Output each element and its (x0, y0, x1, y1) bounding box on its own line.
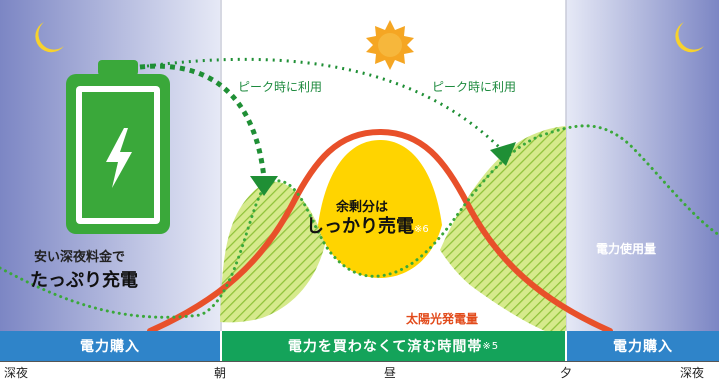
timeline-axis (0, 361, 719, 362)
time-label-noon: 昼 (384, 366, 397, 380)
moon-icon (35, 22, 64, 53)
solar-label: 太陽光発電量 (406, 312, 479, 326)
battery-use-area-right (440, 126, 566, 331)
peak-label-left: ピーク時に利用 (238, 80, 323, 94)
band-middle-footnote: ※5 (482, 340, 500, 352)
battery-icon (66, 60, 170, 234)
peak-label-right: ピーク時に利用 (432, 80, 517, 94)
time-label-late-night: 深夜 (4, 366, 29, 380)
lightning-icon (106, 128, 132, 188)
time-label-late-night-end: 深夜 (680, 366, 705, 380)
arrow-left-head (250, 176, 278, 196)
time-label-morning: 朝 (214, 366, 227, 380)
surplus-area (318, 140, 442, 278)
battery-caption-line2: たっぷり充電 (30, 270, 138, 291)
moon-icon (675, 22, 704, 53)
usage-label: 電力使用量 (596, 242, 657, 256)
band-buy-power-right: 電力購入 (567, 331, 719, 361)
band-left-label: 電力購入 (80, 339, 140, 355)
battery-caption-line1: 安い深夜料金で (34, 250, 126, 265)
surplus-caption-line1: 余剰分は (336, 200, 389, 215)
solar-curve (147, 128, 613, 331)
usage-curve (0, 124, 719, 319)
sun-icon (366, 20, 414, 70)
band-no-buy-period: 電力を買わなくて済む時間帯※5 (222, 331, 565, 361)
time-label-evening: 夕 (560, 366, 573, 380)
arrow-right-dotted (139, 57, 502, 150)
arrow-right-head (490, 142, 516, 166)
band-middle-label: 電力を買わなくて済む時間帯 (287, 339, 483, 355)
arrow-left-dotted (139, 63, 267, 179)
surplus-footnote: ※6 (414, 224, 429, 235)
band-right-label: 電力購入 (613, 339, 673, 355)
surplus-caption-text: しっかり売電 (306, 216, 414, 237)
battery-use-area-left (220, 181, 326, 323)
band-buy-power-left: 電力購入 (0, 331, 220, 361)
night-background-right (566, 0, 719, 331)
surplus-caption-line2: しっかり売電※6 (306, 212, 429, 238)
